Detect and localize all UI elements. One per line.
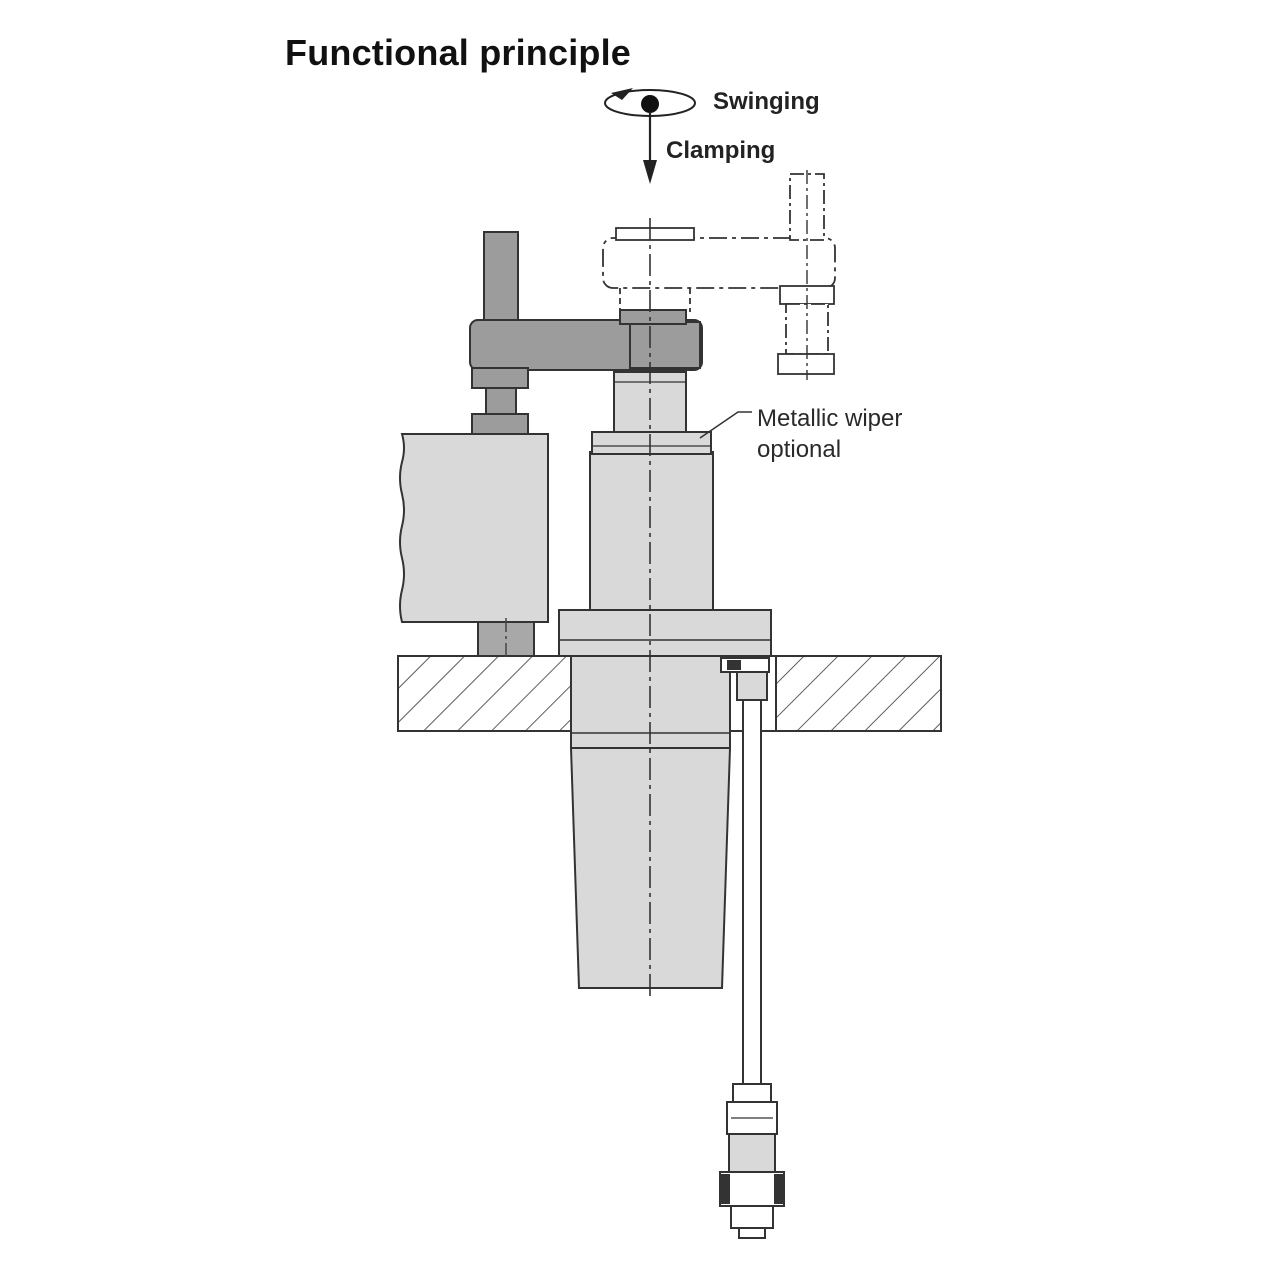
wiper-label-line1: Metallic wiper	[757, 405, 903, 432]
clamping-arm	[469, 231, 703, 435]
clamping-arrow-icon	[643, 112, 657, 184]
rotation-arrow-icon	[604, 88, 696, 117]
wiper-label-line2: optional	[757, 436, 842, 463]
wiper-leader-line	[699, 411, 752, 439]
swung-arm-outline	[602, 170, 836, 380]
workpiece	[399, 433, 549, 660]
machine-table	[397, 655, 942, 732]
clamping-label: Clamping	[666, 137, 776, 164]
swinging-label: Swinging	[713, 88, 820, 115]
sensor-cable	[719, 657, 785, 1239]
diagram-title: Functional principle	[285, 32, 632, 73]
